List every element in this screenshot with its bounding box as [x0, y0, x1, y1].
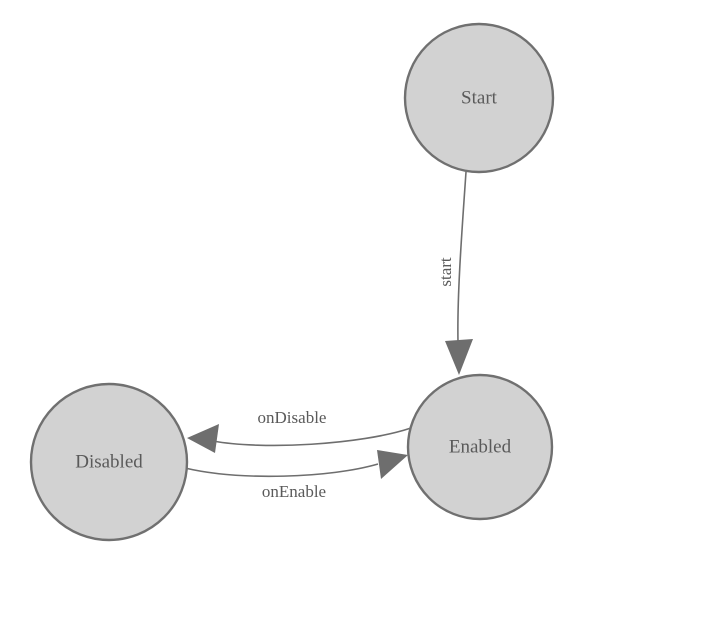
- edge-start-to-enabled-arrowhead: [445, 339, 473, 375]
- node-start-circle: [403, 22, 555, 174]
- node-start-label: Start: [461, 87, 498, 108]
- edge-disabled-to-enabled[interactable]: onEnable: [184, 450, 408, 501]
- edge-enabled-to-disabled-arrowhead: [187, 424, 219, 453]
- edge-label-ondisable: onDisable: [258, 408, 327, 427]
- node-disabled-label: Disabled: [75, 451, 143, 472]
- node-disabled[interactable]: Disabled: [29, 382, 189, 542]
- node-enabled-circle: [406, 373, 554, 521]
- edge-start-to-enabled-path: [457, 171, 467, 343]
- edge-start-to-enabled[interactable]: start: [436, 171, 473, 375]
- node-enabled-label: Enabled: [449, 436, 512, 457]
- edge-label-onenable: onEnable: [262, 482, 326, 501]
- node-start[interactable]: Start: [403, 22, 555, 174]
- node-enabled[interactable]: Enabled: [406, 373, 554, 521]
- edge-enabled-to-disabled[interactable]: onDisable: [187, 408, 412, 453]
- node-disabled-circle: [29, 382, 189, 542]
- edge-disabled-to-enabled-arrowhead: [377, 450, 408, 479]
- edge-label-start: start: [436, 257, 455, 287]
- edge-disabled-to-enabled-path: [184, 463, 379, 478]
- edge-enabled-to-disabled-path: [212, 427, 412, 447]
